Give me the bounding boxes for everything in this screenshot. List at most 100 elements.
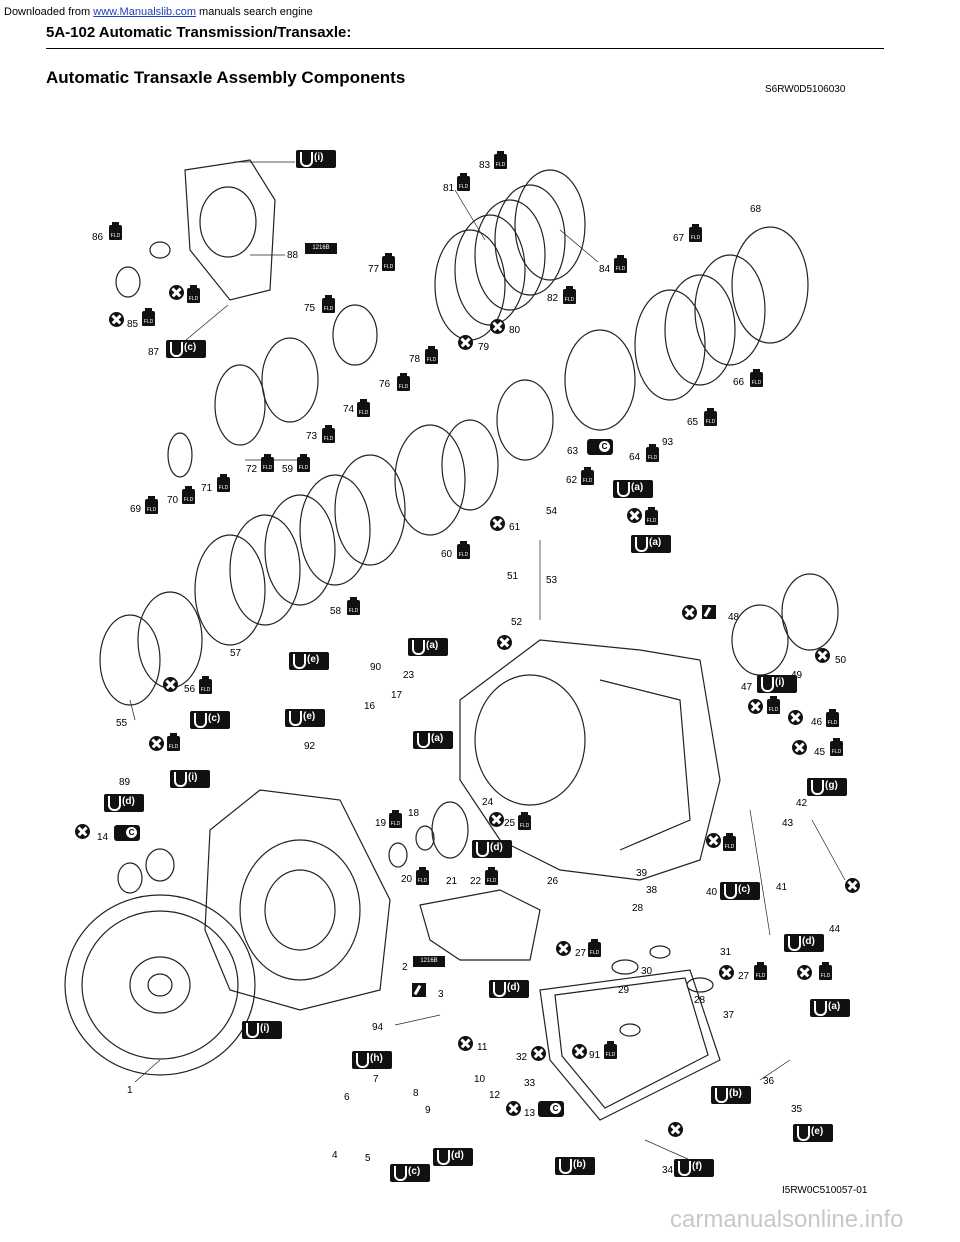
callout-6: 6 — [344, 1092, 350, 1103]
seals-and-rings — [115, 241, 714, 1037]
grease-icon: C — [538, 1101, 564, 1117]
do-not-reuse-icon — [706, 833, 721, 848]
header-rule — [46, 48, 884, 49]
grease-label: C — [599, 441, 610, 452]
do-not-reuse-icon — [627, 508, 642, 523]
do-not-reuse-icon — [490, 319, 505, 334]
callout-91: 91 — [589, 1050, 601, 1061]
fld-icon: FLD — [767, 696, 780, 714]
callout-71: 71 — [201, 483, 213, 494]
callout-42: 42 — [796, 798, 808, 809]
do-not-reuse-icon — [815, 648, 830, 663]
callout-48: 48 — [728, 612, 740, 623]
torque-spec-label: (h) — [370, 1053, 383, 1064]
wrench-icon — [788, 936, 801, 951]
torque-spec-label: (i) — [260, 1023, 270, 1034]
fld-icon: FLD — [563, 286, 576, 304]
fld-icon: FLD — [416, 867, 429, 885]
clutch-pack-upper — [434, 169, 586, 341]
torque-spec-label: (b) — [573, 1159, 586, 1170]
torque-spec-tag: (d) — [104, 794, 144, 812]
callout-11: 11 — [477, 1042, 488, 1053]
wrench-icon — [811, 780, 824, 795]
callout-9: 9 — [425, 1105, 431, 1116]
torque-spec-label: (g) — [825, 780, 838, 791]
callout-4: 4 — [332, 1150, 338, 1161]
callout-68: 68 — [750, 204, 762, 215]
callout-64: 64 — [629, 452, 641, 463]
fld-icon: FLD — [754, 962, 767, 980]
callout-51: 51 — [507, 571, 519, 582]
callout-27: 27 — [738, 971, 750, 982]
callout-39: 39 — [636, 868, 648, 879]
fld-icon: FLD — [645, 507, 658, 525]
sealant-icon — [412, 983, 426, 997]
grease-icon: C — [114, 825, 140, 841]
watermark: carmanualsonline.info — [670, 1206, 904, 1233]
wrench-icon — [417, 733, 430, 748]
download-suffix: manuals search engine — [199, 6, 313, 18]
fld-icon: FLD — [397, 373, 410, 391]
fld-icon: FLD — [357, 399, 370, 417]
thread-sealant-tag: 1216B — [413, 956, 445, 967]
do-not-reuse-icon — [792, 740, 807, 755]
callout-10: 10 — [474, 1074, 486, 1085]
wrench-icon — [476, 842, 489, 857]
callout-88: 88 — [287, 250, 299, 261]
callout-86: 86 — [92, 232, 104, 243]
fld-icon: FLD — [614, 255, 627, 273]
wrench-icon — [559, 1159, 572, 1174]
callout-12: 12 — [489, 1090, 501, 1101]
torque-spec-tag: (i) — [757, 675, 797, 693]
fld-icon: FLD — [457, 541, 470, 559]
torque-spec-label: (e) — [307, 654, 320, 665]
wrench-icon — [797, 1126, 810, 1141]
do-not-reuse-icon — [169, 285, 184, 300]
wrench-icon — [394, 1166, 407, 1181]
do-not-reuse-icon — [149, 736, 164, 751]
torque-converter — [64, 894, 256, 1076]
callout-63: 63 — [567, 446, 579, 457]
callout-65: 65 — [687, 417, 699, 428]
wrench-icon — [412, 640, 425, 655]
callout-90: 90 — [370, 662, 382, 673]
fld-icon: FLD — [261, 454, 274, 472]
torque-spec-tag: (c) — [166, 340, 206, 358]
fld-icon: FLD — [581, 467, 594, 485]
torque-spec-label: (c) — [208, 713, 221, 724]
callout-76: 76 — [379, 379, 391, 390]
fld-icon: FLD — [322, 425, 335, 443]
callout-47: 47 — [741, 682, 753, 693]
callout-84: 84 — [599, 264, 611, 275]
leader-lines — [129, 161, 846, 1161]
do-not-reuse-icon — [490, 516, 505, 531]
torque-spec-tag: (a) — [413, 731, 453, 749]
callout-29: 29 — [618, 985, 630, 996]
fld-icon: FLD — [604, 1041, 617, 1059]
figure-id: I5RW0C510057-01 — [782, 1185, 868, 1196]
torque-spec-tag: (c) — [190, 711, 230, 729]
callout-1: 1 — [127, 1085, 133, 1096]
callout-82: 82 — [547, 293, 559, 304]
wrench-icon — [493, 982, 506, 997]
fld-icon: FLD — [457, 173, 470, 191]
callout-56: 56 — [184, 684, 196, 695]
torque-spec-tag: (a) — [408, 638, 448, 656]
manualslib-link[interactable]: www.Manualslib.com — [93, 6, 196, 18]
callout-7: 7 — [373, 1074, 379, 1085]
page-header: 5A-102 Automatic Transmission/Transaxle: — [46, 24, 352, 41]
callout-83: 83 — [479, 160, 491, 171]
torque-spec-label: (a) — [426, 640, 439, 651]
thread-sealant-tag: 1216B — [305, 243, 337, 254]
do-not-reuse-icon — [668, 1122, 683, 1137]
callout-13: 13 — [524, 1108, 536, 1119]
callout-92: 92 — [304, 741, 316, 752]
callout-28: 28 — [694, 995, 706, 1006]
fld-icon: FLD — [485, 867, 498, 885]
callout-19: 19 — [375, 818, 387, 829]
callout-35: 35 — [791, 1104, 803, 1115]
callout-20: 20 — [401, 874, 413, 885]
do-not-reuse-icon — [845, 878, 860, 893]
wrench-icon — [174, 772, 187, 787]
wrench-icon — [678, 1161, 691, 1176]
